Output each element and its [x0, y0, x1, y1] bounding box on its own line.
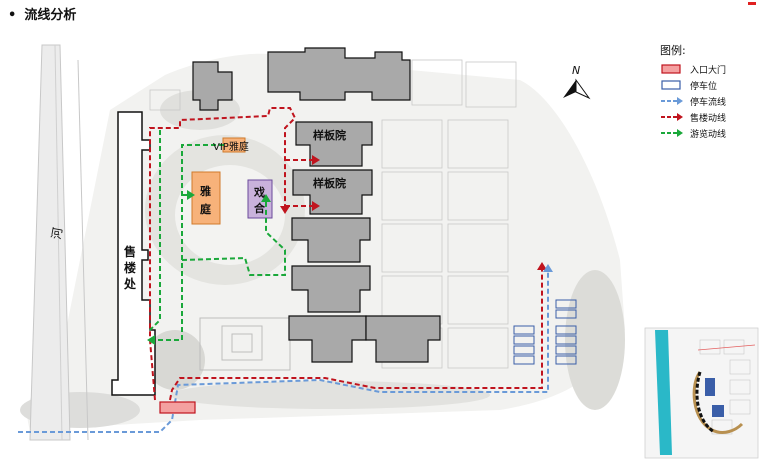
page-title: • 流线分析 — [8, 4, 76, 23]
legend-label: 停车流线 — [690, 97, 727, 108]
entrance-gate — [159, 401, 196, 414]
arrow-head — [280, 206, 290, 214]
arrow-head — [543, 264, 553, 272]
yating-label: 雅 庭 — [200, 184, 215, 216]
model-house-label-2: 样板院 — [313, 176, 346, 190]
corner-mark — [748, 2, 756, 5]
arrow-head — [312, 201, 320, 211]
red-line-swatch — [661, 113, 683, 121]
blue-line-swatch — [661, 97, 683, 105]
gate-swatch — [661, 64, 681, 74]
arrow-head — [537, 262, 547, 270]
parking-stalls — [513, 299, 577, 365]
yating-char-2: 庭 — [200, 202, 211, 216]
arrow-head — [312, 155, 320, 165]
plaza — [199, 317, 291, 371]
legend-label: 入口大门 — [690, 65, 727, 76]
sales-flow-path-b — [149, 107, 297, 401]
sales-flow-path-a — [169, 268, 543, 401]
arrow-head — [147, 335, 155, 345]
legend-label: 售楼动线 — [690, 113, 727, 124]
xihe-char-1: 戏 — [253, 185, 265, 199]
xihe-block — [247, 179, 273, 219]
xihe-label: 戏 合 — [253, 185, 269, 215]
river-label: 河 — [49, 226, 65, 240]
model-house-label-1: 样板院 — [313, 128, 346, 142]
river-strip — [29, 44, 89, 441]
legend-title: 图例: — [660, 44, 686, 57]
title-bullet: • — [8, 8, 17, 23]
arrow-head — [187, 190, 195, 200]
flow-arrows — [147, 155, 553, 345]
north-label: N — [572, 64, 580, 77]
vip-yating-label: VIP雅庭 — [213, 140, 249, 153]
sales-office-char-2: 楼 — [124, 260, 136, 275]
tour-flow-path-c — [181, 144, 225, 260]
yating-char-1: 雅 — [200, 184, 211, 198]
flow-lines — [18, 107, 549, 433]
tour-flow-path-a — [150, 200, 286, 341]
parking-flow-path — [18, 270, 549, 433]
yating-block — [191, 171, 221, 225]
legend-item-blue-line: 停车流线 — [660, 93, 726, 109]
north-arrow — [563, 78, 591, 100]
parking-swatch — [661, 80, 681, 90]
xihe-char-2: 合 — [254, 201, 266, 215]
legend: 图例: 入口大门停车位停车流线售楼动线游览动线 — [660, 42, 726, 141]
legend-item-green-line: 游览动线 — [660, 125, 726, 141]
sales-office-char-1: 售 — [124, 244, 136, 259]
legend-item-red-line: 售楼动线 — [660, 109, 726, 125]
sales-office-char-3: 处 — [123, 276, 137, 291]
legend-rows: 入口大门停车位停车流线售楼动线游览动线 — [660, 61, 726, 141]
sales-office-label: 售 楼 处 — [123, 244, 140, 291]
arrow-head — [261, 194, 271, 202]
legend-item-parking: 停车位 — [660, 77, 726, 93]
inset-map — [644, 327, 759, 459]
legend-item-gate: 入口大门 — [660, 61, 726, 77]
green-line-swatch — [661, 129, 683, 137]
residential-grid — [149, 59, 517, 369]
legend-label: 停车位 — [690, 81, 718, 92]
gray-buildings — [192, 47, 441, 363]
title-text: 流线分析 — [24, 8, 77, 23]
legend-label: 游览动线 — [690, 129, 727, 140]
